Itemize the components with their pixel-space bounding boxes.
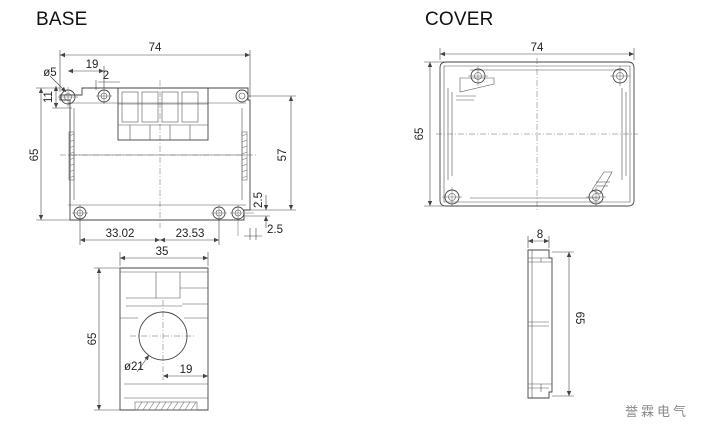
mount-hole-bottom-right [230,205,254,236]
base-hole-offset-x-label: 19 [86,59,99,71]
cover-hole-bottom-left [442,187,462,207]
cover-side-height-label: 65 [573,312,585,325]
cover-hole-bottom-right [586,187,606,207]
cover-top-view: 74 65 [414,42,638,210]
base-title: BASE [36,9,88,30]
base-hole-dia-label: ø5 [43,67,56,79]
base-side-hatch [134,401,198,411]
base-hole-offset-y-label: 11 [43,91,55,103]
cover-title: COVER [425,9,494,30]
base-hole-offset-small-label: 2 [103,70,109,82]
base-top-view: 74 19 2 ø5 11 65 57 33.02 23.53 [29,42,296,245]
base-right-hatch [241,131,248,181]
terminal-block [117,87,209,141]
base-left-hatch [68,131,75,181]
base-spacing-right-label: 23.53 [176,228,205,240]
base-foot-w-label: 2.5 [267,224,283,236]
base-height-label: 65 [29,149,41,162]
mount-hole-top-right [235,89,249,103]
cover-width-label: 74 [531,42,544,54]
base-foot-h-label: 2.5 [253,192,265,208]
cover-hole-top-left [468,66,488,86]
base-spacing-left-label: 33.02 [106,228,135,240]
cover-side-view: 8 65 [527,229,585,399]
cover-hole-top-right [610,66,630,86]
mount-hole-top-left [58,87,78,107]
base-side-hole-dia-label: ø21 [124,361,144,373]
mount-hole-bottom-mid [211,205,227,221]
brand-watermark: 誉霖电气 [624,405,689,420]
cover-height-label: 65 [414,128,426,141]
base-width-label: 74 [149,42,162,54]
base-side-height-label: 65 [87,333,99,346]
base-side-width-label: 35 [156,246,169,258]
mount-hole-bottom-left [72,205,88,221]
cover-side-width-label: 8 [537,229,543,241]
base-inner-height-label: 57 [277,149,289,162]
mount-hole-top [96,88,112,104]
base-side-view: 35 65 ø21 19 [87,246,209,411]
base-side-hole-x-label: 19 [180,364,193,376]
